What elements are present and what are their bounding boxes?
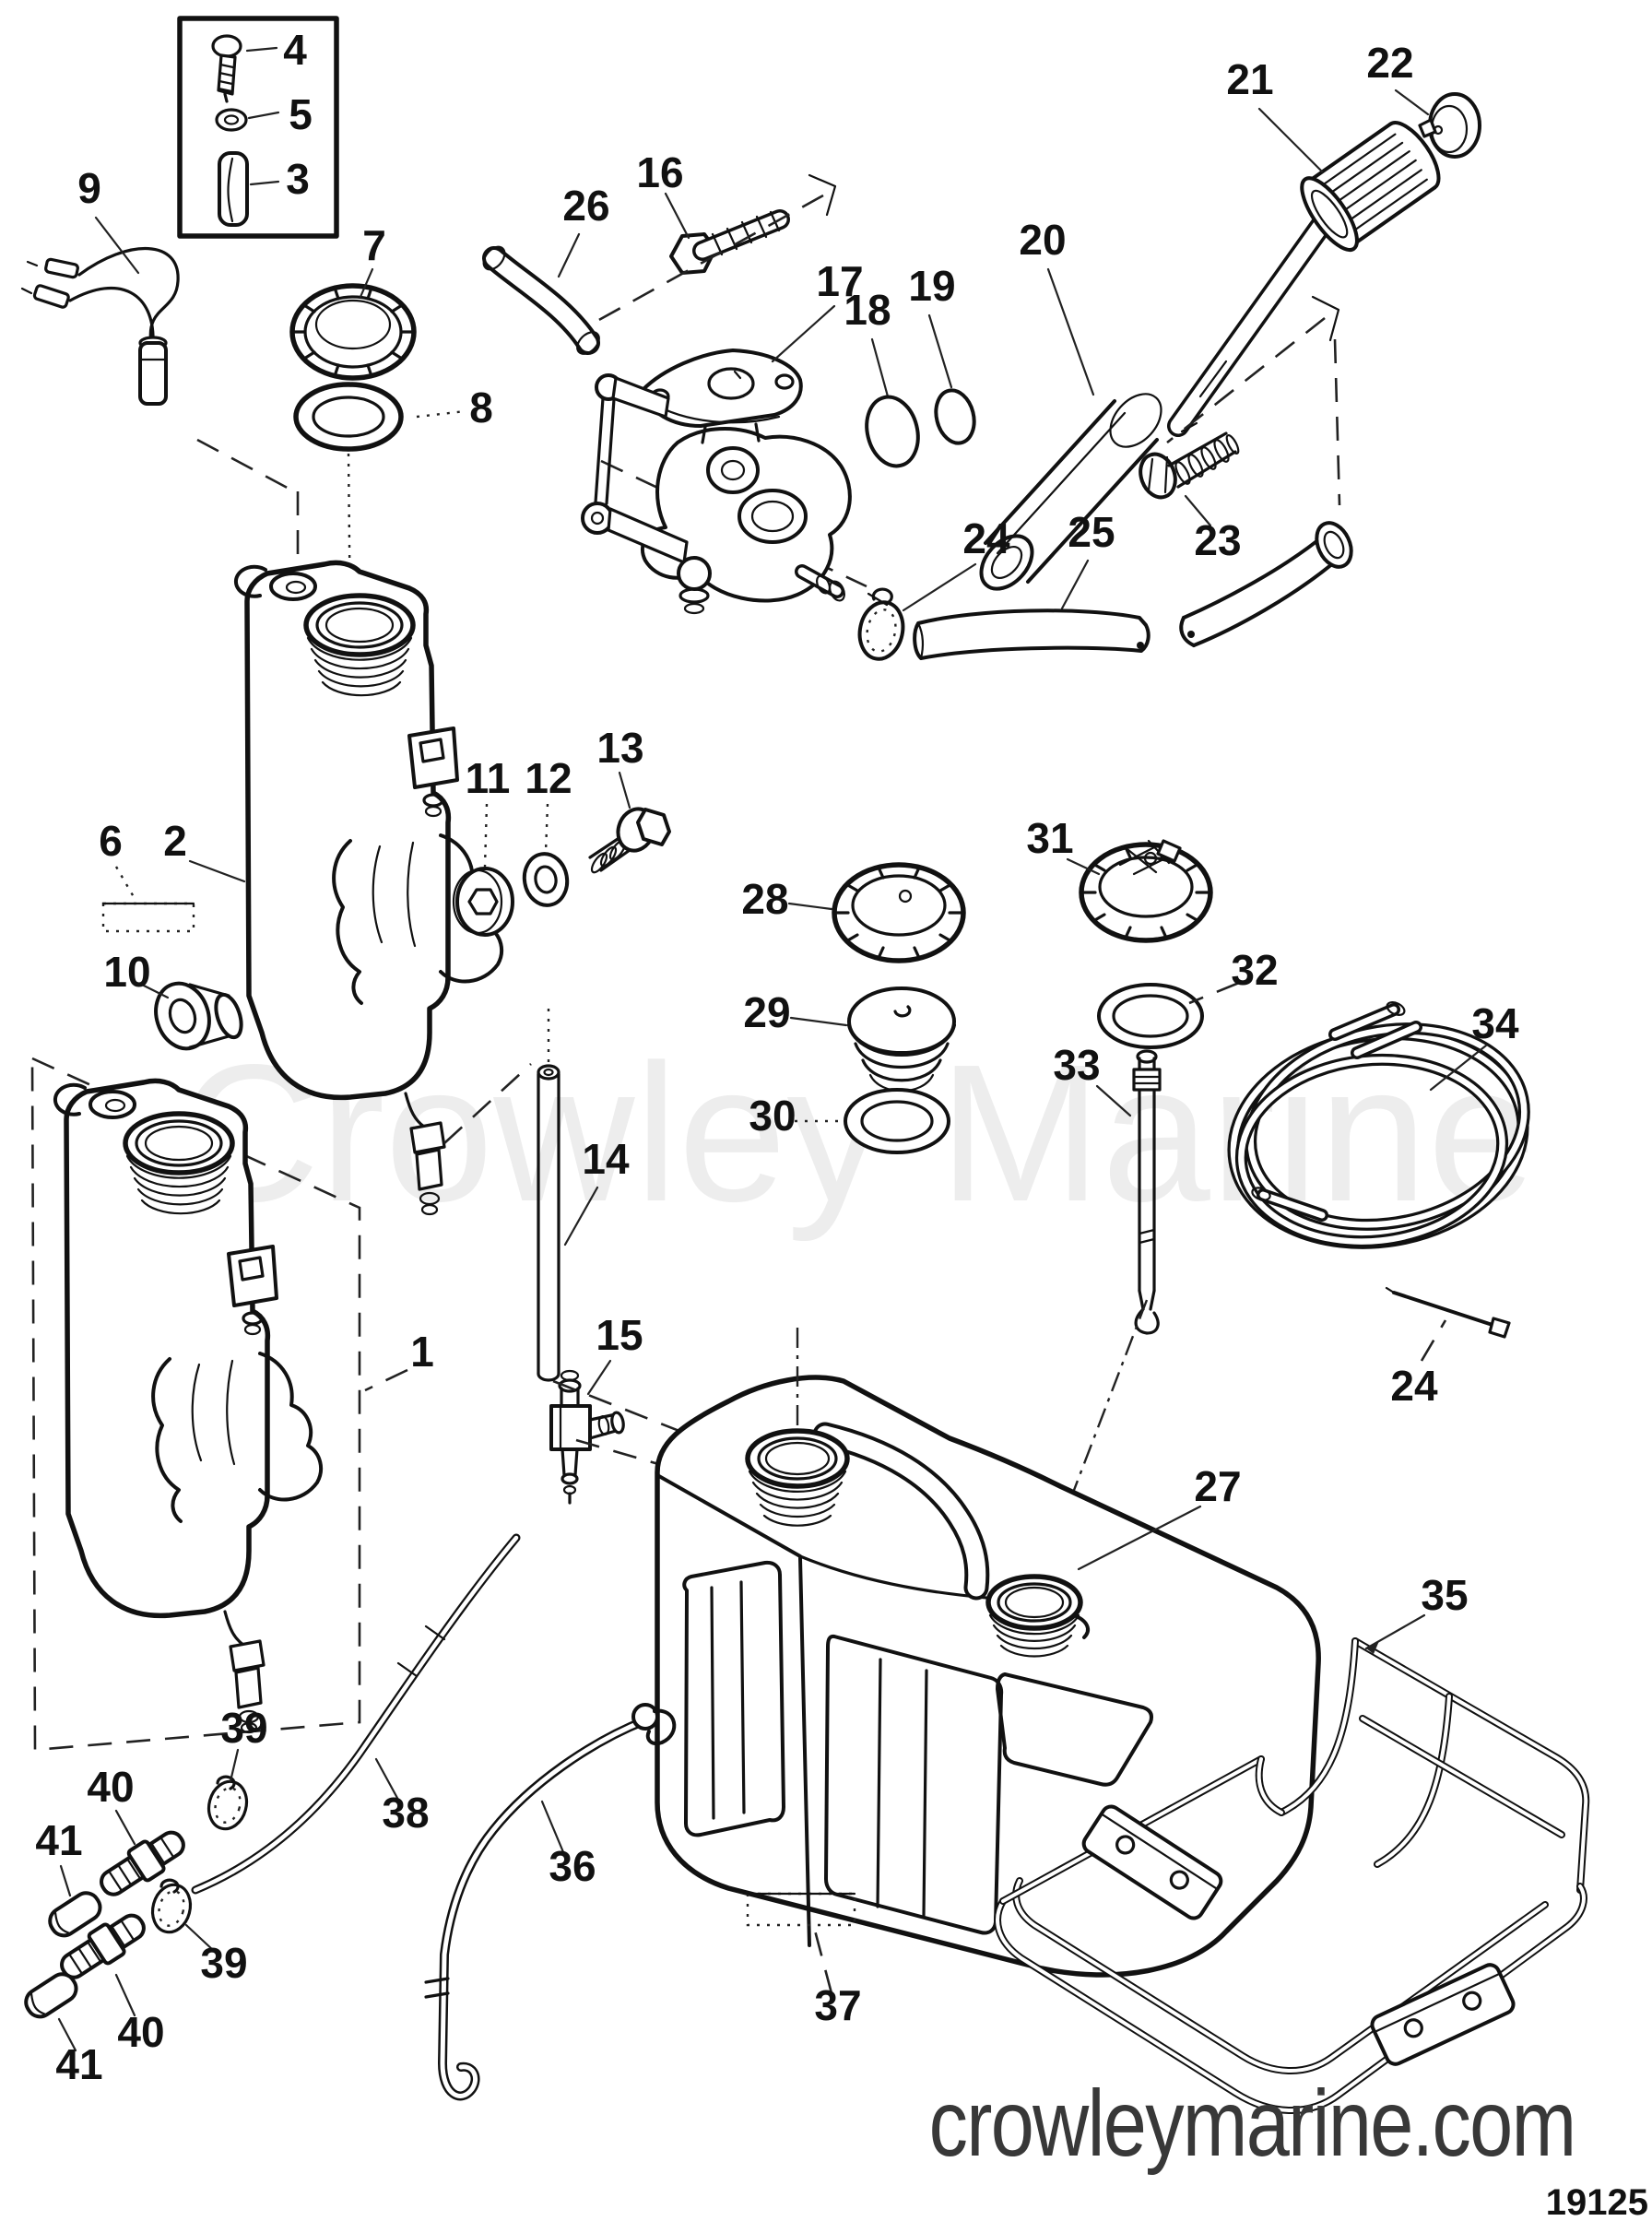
part-callout-11-10: 11 xyxy=(466,754,511,802)
part-38-tube xyxy=(191,1533,521,1895)
part-32-oring xyxy=(1097,981,1240,1049)
part-24-tie-strap xyxy=(1385,1286,1511,1362)
part-7-filler-cap xyxy=(289,267,417,381)
part-25-hose xyxy=(913,559,1150,660)
part-callout-36-36: 36 xyxy=(549,1842,596,1890)
leader-41b xyxy=(57,2017,77,2052)
part-callout-13-12: 13 xyxy=(596,724,643,772)
part-callout-17-16: 17 xyxy=(816,257,863,305)
leader-40a xyxy=(114,1809,136,1846)
part-callout-30-29: 30 xyxy=(749,1092,796,1140)
drawing-number: 19125 xyxy=(1546,2182,1648,2221)
part-callout-41-44: 41 xyxy=(55,2040,102,2088)
part-39-clamp-lower xyxy=(150,1878,216,1953)
part-callout-5-4: 5 xyxy=(289,90,313,138)
part-31-vent-cap xyxy=(1066,839,1213,943)
part-callout-3-2: 3 xyxy=(286,155,310,203)
part-10-grommet xyxy=(140,981,243,1051)
part-callout-15-14: 15 xyxy=(596,1311,643,1359)
part-callout-27-26: 27 xyxy=(1194,1462,1241,1510)
part-callout-20-19: 20 xyxy=(1019,216,1066,264)
part-33-pickup-tube xyxy=(1045,1049,1162,1561)
part-41-cap-lower xyxy=(24,1972,78,2019)
part-41-cap-upper xyxy=(48,1891,102,1938)
part-26-hose xyxy=(482,232,600,355)
part-callout-35-35: 35 xyxy=(1421,1571,1468,1619)
part-callout-2-1: 2 xyxy=(163,817,187,865)
part-callout-28-27: 28 xyxy=(741,875,788,923)
part-callout-1-0: 1 xyxy=(410,1328,434,1376)
part-36-rod xyxy=(424,1703,677,2101)
part-39-clamp-upper xyxy=(206,1748,249,1831)
part-callout-24-34: 24 xyxy=(1390,1362,1438,1410)
part-37-decal xyxy=(746,1892,856,1994)
part-callout-12-11: 12 xyxy=(525,754,572,802)
part-callout-40-42: 40 xyxy=(117,2008,164,2056)
part-callout-23-22: 23 xyxy=(1194,516,1241,564)
part-27-oil-tank xyxy=(655,1328,1321,1978)
part-callout-34-33: 34 xyxy=(1471,999,1519,1047)
part-18-oring xyxy=(865,395,920,468)
part-11-plug xyxy=(452,803,514,937)
part-callout-37-37: 37 xyxy=(814,1981,861,2029)
part-40-fitting-lower xyxy=(60,1913,146,1979)
part-callout-38-38: 38 xyxy=(382,1789,429,1837)
part-callout-41-43: 41 xyxy=(35,1816,82,1864)
part-callout-9-8: 9 xyxy=(77,164,101,212)
part-callout-6-5: 6 xyxy=(99,817,123,865)
part-callout-8-7: 8 xyxy=(469,384,493,431)
part-28-cap xyxy=(787,862,966,963)
part-23-bolt xyxy=(1139,295,1341,527)
leader-41a xyxy=(59,1864,72,1897)
part-callout-19-18: 19 xyxy=(908,262,955,310)
leader-40b xyxy=(114,1973,136,2017)
part-6-decal xyxy=(101,866,195,933)
hose-section-right xyxy=(1179,521,1353,647)
part-22-grommet xyxy=(1394,89,1481,159)
leader-2 xyxy=(188,859,246,883)
website-text: crowleymarine.com xyxy=(929,2071,1575,2176)
part-21-driveshaft xyxy=(1167,107,1441,437)
inset-box-group xyxy=(177,16,339,239)
part-13-bolt xyxy=(588,771,671,874)
part-2-reservoir-art xyxy=(233,560,504,1216)
part-20-tube xyxy=(979,267,1162,591)
part-callout-32-31: 32 xyxy=(1231,946,1278,994)
part-callout-29-28: 29 xyxy=(743,988,790,1036)
part-callout-4-3: 4 xyxy=(283,26,307,74)
part-12-washer xyxy=(522,803,570,907)
part-callout-39-40: 39 xyxy=(200,1939,247,1987)
part-40-fitting-upper xyxy=(100,1830,185,1896)
part-callout-25-24: 25 xyxy=(1068,508,1115,556)
part-callout-33-32: 33 xyxy=(1053,1041,1100,1089)
part-9-sensor-wire xyxy=(20,216,180,406)
part-35-cage xyxy=(994,1613,1590,2114)
part-29-filter xyxy=(789,986,956,1093)
part-callout-14-13: 14 xyxy=(582,1135,630,1183)
part-34-coiled-hose xyxy=(1227,1001,1530,1249)
part-callout-22-21: 22 xyxy=(1366,39,1413,87)
part-1-tank-group xyxy=(30,1056,408,1752)
part-callout-24-23: 24 xyxy=(962,514,1010,562)
part-14-tube xyxy=(443,1001,599,1382)
part-callout-18-17: 18 xyxy=(844,286,891,334)
part-16-bolt xyxy=(664,192,790,275)
part-callout-26-25: 26 xyxy=(562,182,609,230)
part-30-oring xyxy=(795,1088,950,1154)
part-callout-21-20: 21 xyxy=(1226,55,1273,103)
part-callout-31-30: 31 xyxy=(1026,814,1073,862)
part-19-oring xyxy=(934,388,976,445)
part-callout-16-15: 16 xyxy=(636,148,683,196)
part-24-clamp xyxy=(857,562,977,661)
part-callout-40-41: 40 xyxy=(87,1763,134,1811)
part-17-oil-pump xyxy=(581,304,953,615)
part-callout-39-39: 39 xyxy=(220,1704,267,1752)
part-callout-10-9: 10 xyxy=(103,948,150,996)
part-callout-7-6: 7 xyxy=(362,221,386,269)
